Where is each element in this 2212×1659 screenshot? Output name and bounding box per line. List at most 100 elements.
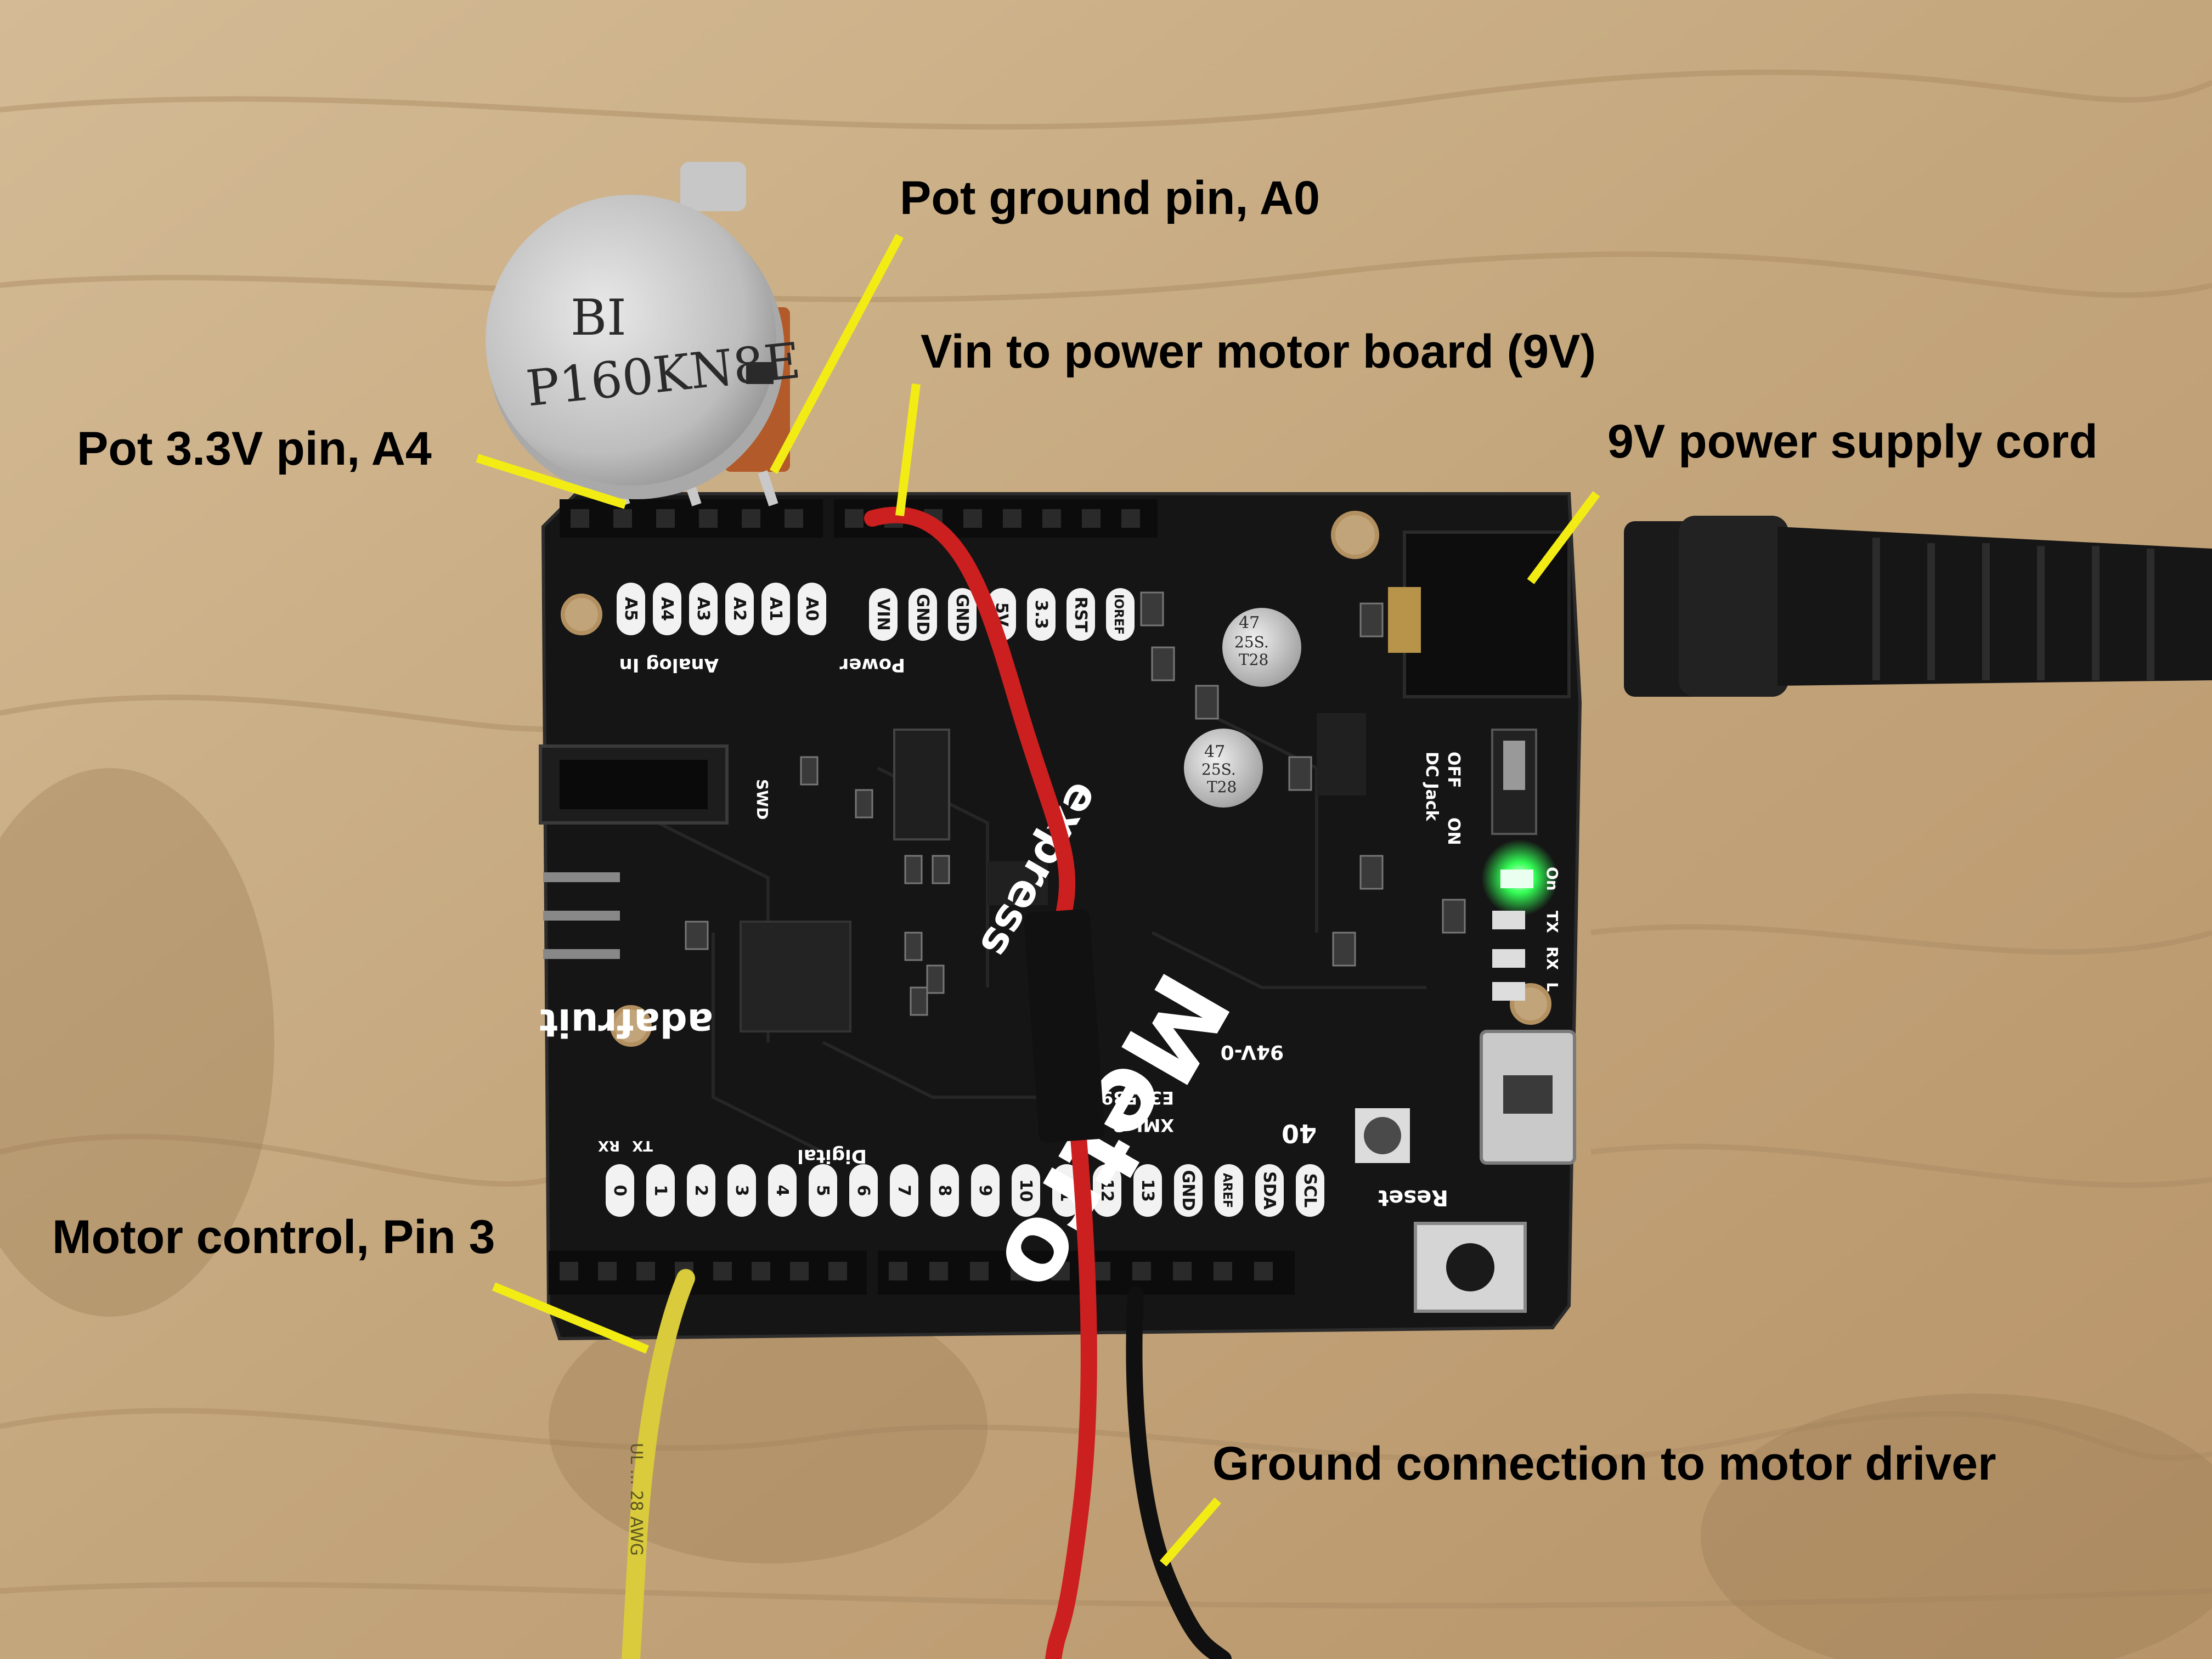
digital-pin-label: GND <box>1178 1170 1198 1211</box>
cap-value: 47 <box>1204 742 1225 761</box>
adafruit-logo-text: adafruit <box>539 1000 713 1045</box>
power-pin-label: VIN <box>873 598 893 631</box>
digital-pin-label: 12 <box>1097 1179 1116 1202</box>
socket-hole <box>571 509 589 528</box>
digital-pin-label-badge <box>768 1164 797 1217</box>
callout-line-pot-33v <box>476 454 627 509</box>
cap-voltage: 25S. <box>1234 633 1269 651</box>
power-chip <box>1317 713 1366 795</box>
socket-hole <box>713 1262 732 1280</box>
socket-hole <box>1003 509 1022 528</box>
callout-line-ground-conn <box>1159 1497 1222 1567</box>
cert-xml2: XML-2 <box>1113 1115 1174 1136</box>
analog-pin-label: A2 <box>730 597 749 621</box>
digital-pin-label: 9 <box>975 1185 995 1197</box>
analog-pin-label: A4 <box>657 597 676 621</box>
off-label: OFF <box>1444 752 1463 788</box>
flash-chip <box>988 861 1048 905</box>
digital-pin-label-badge <box>1093 1164 1121 1217</box>
led-l <box>1492 982 1525 1001</box>
on-label: ON <box>1444 817 1463 845</box>
digital-pin-label: 2 <box>691 1185 710 1197</box>
analog-pin-label-badge <box>761 583 790 635</box>
callout-line-vin <box>895 383 921 516</box>
power-pin-label: 3.3 <box>1031 600 1051 629</box>
analog-pin-label-badge <box>798 583 826 635</box>
callout-vin: Vin to power motor board (9V) <box>921 325 1596 378</box>
led-on-label: On <box>1543 867 1561 891</box>
digital-pin-label: 6 <box>854 1185 873 1197</box>
callout-pot-ground: Pot ground pin, A0 <box>900 172 1320 224</box>
digital-pin-label-badge <box>930 1164 959 1217</box>
dc-jack <box>1388 531 1571 698</box>
cap-value: 47 <box>1239 613 1260 633</box>
digital-pin-label: 0 <box>610 1185 629 1197</box>
smd-components <box>685 591 1466 1016</box>
socket-hole <box>560 1262 578 1280</box>
digital-pin-label: AREF <box>1220 1173 1234 1208</box>
callout-power-cord: 9V power supply cord <box>1607 415 2098 468</box>
callout-line-motor-control <box>492 1282 650 1354</box>
analog-pin-label-badge <box>689 583 718 635</box>
analog-header <box>560 499 823 538</box>
socket-hole <box>1042 509 1061 528</box>
digital-pin-label-badge <box>849 1164 878 1217</box>
reset-button[interactable] <box>1414 1222 1527 1313</box>
socket-hole <box>790 1262 809 1280</box>
analog-pin-label-badge <box>653 583 681 635</box>
callout-pot-33v: Pot 3.3V pin, A4 <box>77 422 432 475</box>
digital-pin-label: 1 <box>651 1185 670 1197</box>
digital-pin-label: 4 <box>772 1185 792 1197</box>
digital-pin-label-badge <box>606 1164 634 1217</box>
socket-hole <box>963 509 982 528</box>
digital-pin-label-badge <box>1296 1164 1324 1217</box>
socket-hole <box>1121 509 1140 528</box>
digital-pin-label-badge <box>646 1164 675 1217</box>
analog-pin-label-badge <box>725 583 754 635</box>
capacitor-top: 47 25S. T28 <box>1222 608 1301 687</box>
callout-line-pot-ground <box>769 234 904 474</box>
digital-pin-label: 8 <box>935 1185 954 1197</box>
digital-pin-label-badge <box>1255 1164 1284 1217</box>
callout-line-power-cord <box>1527 491 1600 584</box>
digital-pin-label-badge <box>727 1164 756 1217</box>
digital-pin-label-badge <box>1215 1164 1243 1217</box>
potentiometer: BI P160KN8E <box>486 162 803 506</box>
socket-hole <box>656 509 675 528</box>
power-pin-label-badge <box>948 588 977 641</box>
black-wire-ground <box>1126 1286 1232 1659</box>
socket-hole <box>929 1262 948 1280</box>
mount-hole <box>561 594 602 635</box>
digital-pin-label-badge <box>1012 1164 1040 1217</box>
analog-pin-label: A5 <box>621 597 640 621</box>
pot-marking-line1: BI <box>571 289 627 347</box>
badge-40: 40 <box>1282 1119 1317 1148</box>
led-tx <box>1492 911 1525 929</box>
socket-hole <box>1051 1262 1070 1280</box>
analog-pin-label: A1 <box>766 597 785 621</box>
digital-pin-label-badge <box>1133 1164 1162 1217</box>
digital-pin-label: SDA <box>1260 1171 1279 1210</box>
digital-pin-label-badge <box>890 1164 918 1217</box>
power-pin-label-badge <box>1027 588 1056 641</box>
power-section-label: Power <box>839 654 905 676</box>
cert-94v0: 94V-0 <box>1221 1041 1284 1063</box>
analog-pin-label: A0 <box>802 597 821 621</box>
socket-hole <box>845 509 864 528</box>
socket-hole <box>1214 1262 1232 1280</box>
digital-pin-label: SCL <box>1300 1173 1319 1208</box>
power-cord <box>1624 516 2212 697</box>
digital-section-label: Digital <box>797 1145 867 1167</box>
digital-pin-label-badge <box>1174 1164 1203 1217</box>
reset-label: Reset <box>1378 1185 1448 1210</box>
swd-label: SWD <box>753 779 771 820</box>
power-pin-label-badge <box>1066 588 1095 641</box>
power-pin-label-badge <box>909 588 937 641</box>
cap-code: T28 <box>1239 651 1268 669</box>
socket-hole <box>699 509 718 528</box>
power-pin-label: IOREF <box>1111 594 1125 635</box>
status-leds <box>1481 839 1558 1001</box>
